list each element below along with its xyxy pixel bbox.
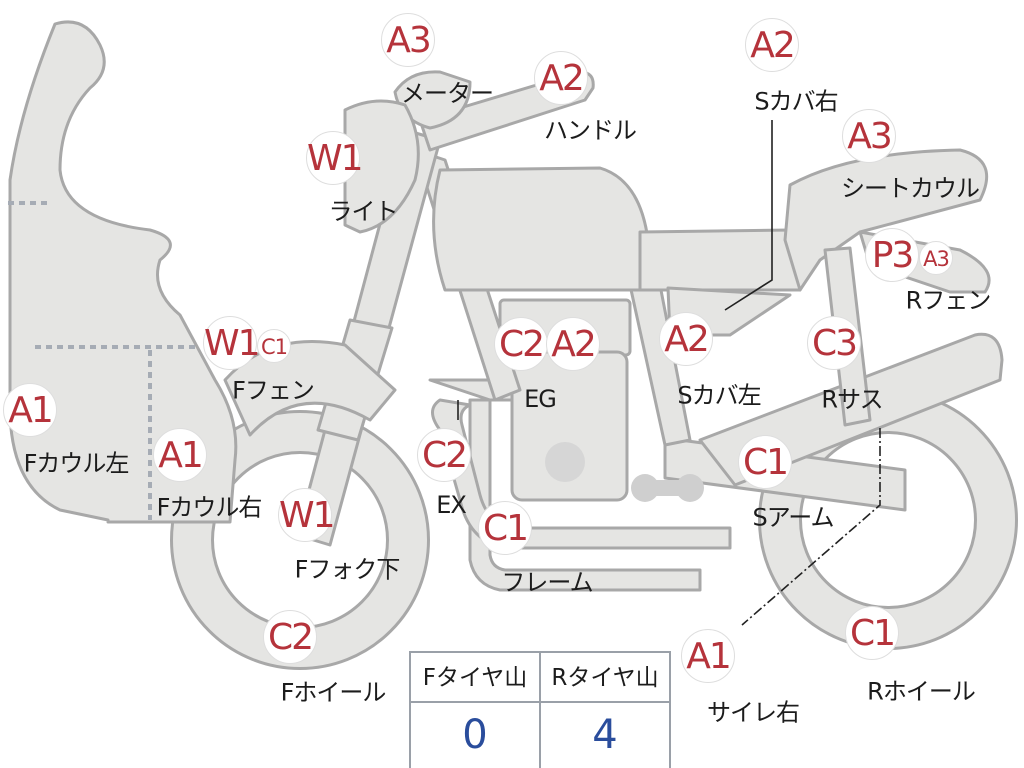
light-grade[interactable]: W1 (306, 131, 364, 185)
f-wheel-label: Fホイール (280, 678, 387, 707)
side-cover-right-grade[interactable]: A2 (745, 18, 799, 72)
handle-label: ハンドル (544, 116, 637, 145)
meter-label: メーター (401, 79, 494, 108)
leader-side-cover-right (724, 120, 773, 311)
r-fender-grade[interactable]: P3 (865, 228, 919, 282)
engine-grade-1[interactable]: C2 (494, 317, 548, 371)
frame-label: フレーム (501, 568, 593, 597)
frame-grade[interactable]: C1 (478, 501, 532, 555)
exhaust-label: EX (436, 491, 467, 519)
f-fender-label: Fフェン (232, 376, 315, 405)
r-wheel-grade[interactable]: C1 (845, 606, 899, 660)
seat-cowl-shape (783, 148, 989, 292)
engine-grade-2[interactable]: A2 (546, 317, 600, 371)
f-cowl-left-grade[interactable]: A1 (3, 383, 57, 437)
side-cover-left-grade[interactable]: A2 (659, 312, 713, 366)
f-fork-lower-grade[interactable]: W1 (278, 488, 336, 542)
silencer-right-grade[interactable]: A1 (681, 629, 735, 683)
f-cowl-left-label: Fカウル左 (23, 449, 130, 478)
frame-shape (428, 378, 702, 592)
f-fender-grade[interactable]: W1 (203, 316, 261, 370)
meter-grade[interactable]: A3 (381, 13, 435, 67)
silencer-right-label: サイレ右 (707, 698, 800, 727)
leader-silencer-right (741, 428, 881, 626)
r-suspension-label: Rサス (821, 385, 883, 414)
seat-shape (638, 228, 802, 292)
r-wheel-label: Rホイール (867, 677, 976, 706)
f-cowl-right-label: Fカウル右 (156, 493, 263, 522)
front-tire-value[interactable]: 0 (411, 703, 541, 768)
seat-cowl-grade[interactable]: A3 (842, 109, 896, 163)
tire-tread-table: Fタイヤ山 Rタイヤ山 0 4 (409, 651, 671, 768)
engine-cover-shape (545, 442, 585, 482)
f-fender-sub-grade[interactable]: C1 (257, 329, 291, 363)
front-tire-header: Fタイヤ山 (411, 653, 541, 703)
seat-cowl-label: シートカウル (841, 174, 980, 203)
swing-arm-label: Sアーム (752, 503, 834, 532)
f-cowl-right-grade[interactable]: A1 (153, 428, 207, 482)
light-label: ライト (328, 197, 399, 226)
r-fender-label: Rフェン (905, 286, 992, 315)
exhaust-grade[interactable]: C2 (417, 428, 471, 482)
engine-label: EG (524, 385, 557, 413)
r-fender-sub-grade[interactable]: A3 (919, 241, 953, 275)
fuel-tank-shape (432, 166, 652, 292)
r-suspension-grade[interactable]: C3 (807, 316, 861, 370)
rear-tire-header: Rタイヤ山 (541, 653, 669, 703)
side-cover-right-label: Sカバ右 (754, 87, 838, 116)
f-fork-lower-label: Fフォク下 (294, 555, 401, 584)
swing-arm-grade[interactable]: C1 (738, 435, 792, 489)
handle-grade[interactable]: A2 (534, 51, 588, 105)
exhaust-pipe-shape (431, 398, 732, 550)
headlight-shape (343, 99, 420, 234)
f-wheel-grade[interactable]: C2 (263, 610, 317, 664)
rear-tire-value[interactable]: 4 (592, 712, 618, 758)
side-cover-left-label: Sカバ左 (677, 381, 761, 410)
